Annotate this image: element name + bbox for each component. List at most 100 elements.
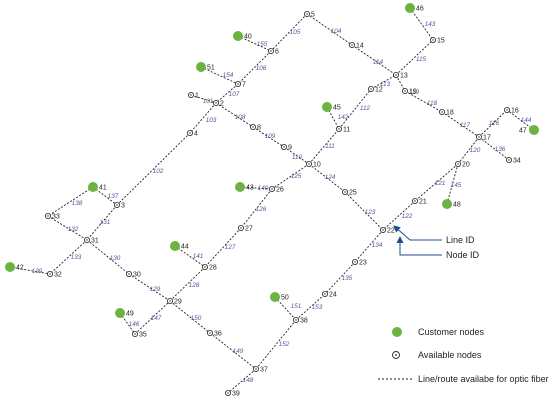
node-label-4: 4 [194, 131, 198, 138]
available-node-9 [280, 143, 287, 150]
edge-140 [239, 186, 273, 190]
edge-112 [338, 88, 372, 130]
customer-node-45 [322, 102, 332, 112]
available-node-35 [131, 330, 138, 337]
node-label-8: 8 [257, 125, 261, 132]
edge-label-133: 133 [71, 254, 82, 261]
edge-label-101: 101 [203, 98, 214, 105]
edge-139 [9, 266, 51, 275]
edge-121 [414, 163, 459, 202]
edge-150 [169, 300, 211, 334]
edge-label-123: 123 [365, 209, 376, 216]
edge-125 [271, 163, 310, 190]
available-node-3 [114, 201, 121, 208]
customer-node-48 [442, 199, 452, 209]
available-node-21 [411, 197, 418, 204]
legend-customer-label: Customer nodes [418, 327, 485, 337]
edge-label-124: 124 [325, 174, 336, 181]
available-node-13 [392, 72, 399, 79]
edge-label-146: 146 [129, 321, 140, 328]
available-node-19 [401, 88, 408, 95]
annotation-line-id-text: Line ID [446, 235, 475, 245]
available-node-32 [47, 270, 54, 277]
available-node-29 [166, 297, 173, 304]
node-label-10: 10 [313, 162, 321, 169]
available-node-27 [237, 224, 244, 231]
available-node-4 [186, 129, 193, 136]
customer-node-46 [405, 3, 415, 13]
available-node-22 [379, 226, 386, 233]
available-node-38 [292, 316, 299, 323]
node-label-14: 14 [356, 43, 364, 50]
edge-152 [255, 319, 297, 370]
edge-154 [200, 66, 239, 85]
node-label-1: 1 [195, 93, 199, 100]
edge-108 [215, 102, 254, 128]
edge-label-129: 129 [150, 286, 161, 293]
edge-label-107: 107 [229, 91, 240, 98]
edge-153 [295, 293, 326, 321]
edge-151 [274, 296, 297, 321]
edge-127 [204, 227, 242, 268]
available-node-18 [438, 109, 445, 116]
edge-label-147: 147 [151, 315, 162, 322]
legend-line-label: Line/route availabe for optic fiber [418, 374, 549, 384]
available-node-30 [126, 270, 133, 277]
edge-label-153: 153 [312, 304, 323, 311]
edge-109 [252, 126, 285, 148]
edge-143 [409, 7, 434, 41]
node-label-25: 25 [349, 190, 357, 197]
edge-label-115: 115 [416, 56, 427, 63]
available-node-23 [351, 258, 358, 265]
edge-116 [478, 109, 508, 138]
node-label-18: 18 [446, 110, 454, 117]
edge-141 [174, 245, 206, 268]
edge-label-134: 134 [372, 242, 383, 249]
edge-117 [441, 111, 480, 138]
available-node-5 [303, 10, 310, 17]
edge-104 [306, 13, 353, 46]
edge-labels-layer: 1011021031041051061071081091101111121131… [32, 21, 532, 384]
node-label-19: 19 [409, 89, 417, 96]
legend-customer-symbol [392, 327, 402, 337]
available-node-2 [212, 100, 219, 107]
available-node-24 [321, 290, 328, 297]
node-label-48: 48 [453, 202, 461, 209]
edge-label-144: 144 [521, 117, 532, 124]
edge-124 [308, 163, 346, 193]
customer-node-47 [529, 125, 539, 135]
edge-147 [134, 300, 171, 335]
node-label-3: 3 [121, 203, 125, 210]
node-label-6: 6 [275, 49, 279, 56]
node-label-15: 15 [437, 38, 445, 45]
edge-label-155: 155 [257, 41, 268, 48]
edge-label-119: 119 [409, 89, 420, 96]
edge-123 [344, 191, 384, 231]
available-node-14 [348, 42, 355, 49]
node-label-30: 30 [133, 272, 141, 279]
node-label-49: 49 [126, 311, 134, 318]
node-label-7: 7 [242, 82, 246, 89]
node-label-27: 27 [245, 226, 253, 233]
customer-node-43 [235, 182, 245, 192]
edge-label-140: 140 [258, 185, 269, 192]
edges-layer [9, 7, 535, 394]
annotation-node-id-text: Node ID [446, 250, 480, 260]
edge-132 [47, 215, 88, 241]
node-label-32: 32 [54, 272, 62, 279]
node-label-45: 45 [333, 105, 341, 112]
legend: Customer nodes Available nodes Line/rout… [378, 327, 549, 384]
customer-node-40 [233, 31, 243, 41]
available-node-36 [206, 329, 213, 336]
node-label-20: 20 [462, 162, 470, 169]
edge-label-128: 128 [189, 282, 200, 289]
node-label-43: 43 [246, 185, 254, 192]
edge-label-114: 114 [373, 59, 384, 66]
node-label-28: 28 [209, 265, 217, 272]
edge-label-110: 110 [292, 154, 303, 161]
node-label-46: 46 [416, 6, 424, 13]
node-label-13: 13 [400, 73, 408, 80]
available-node-28 [201, 263, 208, 270]
node-label-29: 29 [174, 299, 182, 306]
